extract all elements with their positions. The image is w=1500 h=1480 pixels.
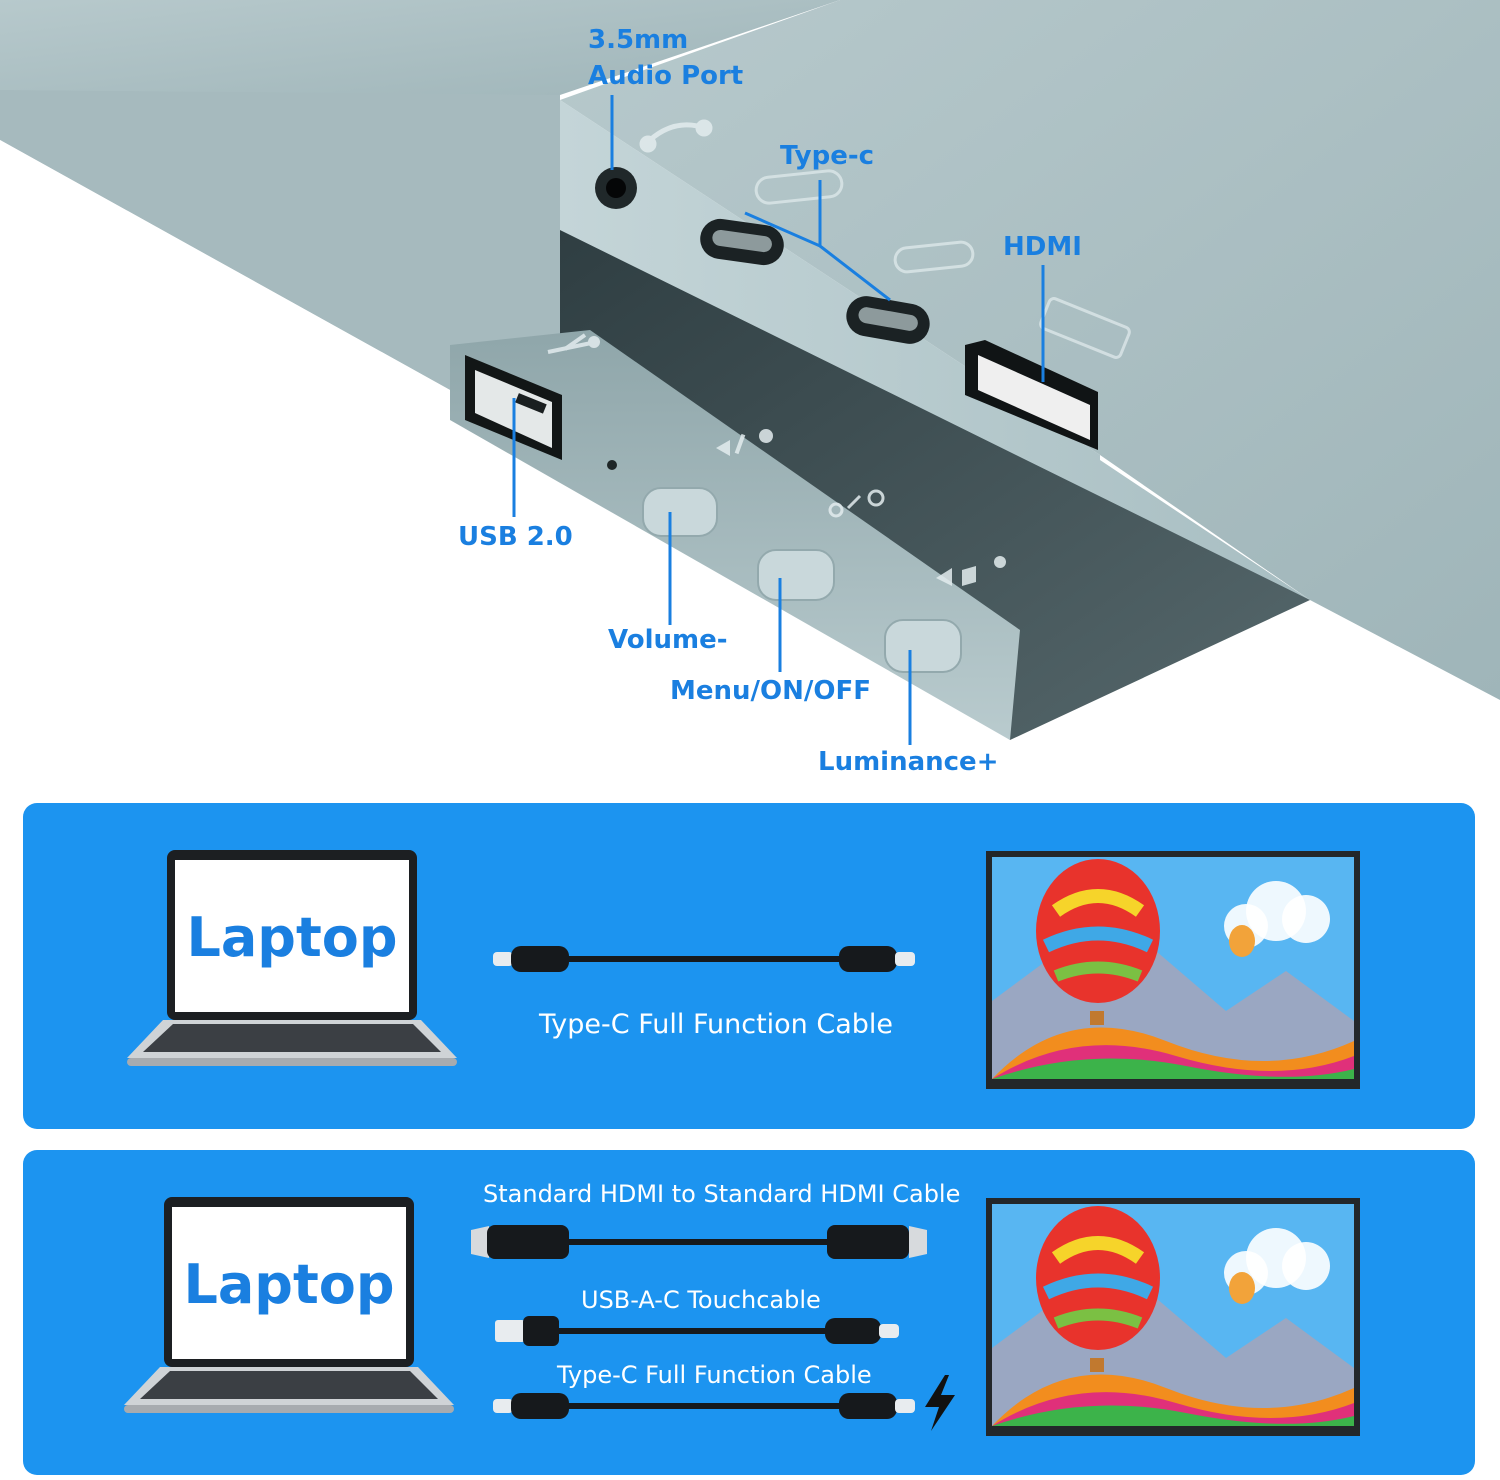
volume-label: Volume- (608, 625, 728, 655)
menu-label: Menu/ON/OFF (670, 676, 872, 706)
audio-port-label-line1: 3.5mm (588, 25, 689, 55)
monitor-underside (560, 230, 1310, 740)
usb-cable-label: USB-A-C Touchcable (581, 1286, 821, 1314)
laptop-label-2: Laptop (183, 1253, 394, 1316)
luminance-up-button[interactable] (884, 619, 962, 673)
headphone-icon (639, 119, 713, 153)
connection-panel-hdmi: Laptop Standard HDMI to Standard HDMI Ca… (23, 1150, 1475, 1475)
hdmi-cable-label: Standard HDMI to Standard HDMI Cable (483, 1180, 961, 1208)
portable-monitor-image-2 (986, 1198, 1360, 1436)
hd-icon (1039, 297, 1131, 359)
monitor-lower-edge (450, 330, 1020, 740)
usb-label: USB 2.0 (458, 522, 573, 552)
type-c-cable-image-2 (493, 1393, 915, 1419)
monitor-back-surface (0, 0, 840, 95)
menu-power-button[interactable] (757, 549, 835, 601)
indicator-light (607, 460, 617, 470)
type-c-label: Type-c (780, 141, 875, 171)
monitor-back-diagonal (0, 90, 560, 390)
volume-down-button[interactable] (642, 487, 718, 537)
volume-icon (936, 556, 1006, 586)
hdmi-cable-image (471, 1225, 927, 1259)
hdmi-label: HDMI (1003, 232, 1082, 262)
type-c-cable-label: Type-C Full Function Cable (539, 1009, 894, 1040)
audio-port-label: 3.5mm Audio Port (588, 22, 743, 94)
luminance-label: Luminance+ (818, 747, 999, 777)
usb-icon (547, 333, 600, 354)
connection-panel-type-c: Laptop Type-C Full Function Cable (23, 803, 1475, 1129)
brightness-icon (716, 429, 773, 456)
portable-monitor-image (986, 851, 1360, 1089)
audio-port-label-line2: Audio Port (588, 61, 744, 91)
laptop-image: Laptop (127, 850, 457, 1066)
type-c-cable-label-2: Type-C Full Function Cable (557, 1361, 872, 1389)
laptop-image-2: Laptop (124, 1197, 454, 1413)
lightning-icon (925, 1375, 955, 1431)
laptop-label: Laptop (186, 906, 397, 969)
monitor-side-view (0, 0, 1500, 745)
type-c-cable-image (493, 946, 915, 972)
power-icon (828, 489, 885, 518)
usb-cable-image (495, 1316, 899, 1346)
